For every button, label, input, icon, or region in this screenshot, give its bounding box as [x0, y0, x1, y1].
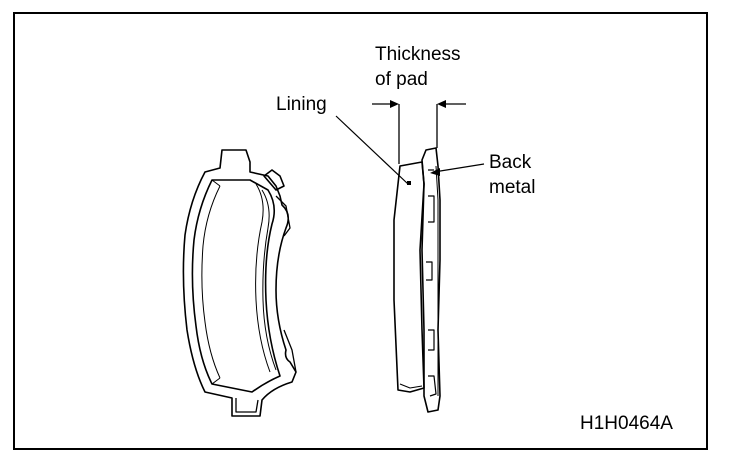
pad-contour-1 [202, 186, 220, 378]
dimension-arrowhead-left [390, 100, 399, 108]
lining-mark [407, 181, 411, 185]
figure-id-label: H1H0464A [580, 413, 673, 434]
pad-clip-top [264, 170, 284, 190]
dimension-arrowhead-right [437, 100, 446, 108]
pad-lining-face [192, 180, 280, 392]
lining-leader [336, 116, 408, 184]
pad-contour-3 [262, 190, 276, 370]
plate-notch-4 [428, 376, 436, 396]
plate-notch-1 [428, 170, 434, 222]
pad-side-view [394, 148, 440, 412]
plate-back-edge [436, 166, 438, 396]
pad-chamfer-top [212, 180, 220, 186]
lining-label: Lining [276, 94, 327, 115]
lining-bottom-edge [400, 384, 422, 388]
back-metal-leader [434, 164, 484, 172]
leader-lines [336, 116, 484, 184]
thickness-label-line1: Thickness [375, 44, 461, 65]
thickness-dimension [372, 100, 466, 164]
pad-bottom-tab [236, 398, 258, 412]
pad-contour-2 [256, 184, 270, 372]
pad-back-plate [183, 150, 296, 416]
lining-block [394, 162, 424, 392]
pad-front-view [183, 150, 296, 416]
back-metal-label-line1: Back [489, 152, 532, 173]
thickness-label-line2: of pad [375, 69, 428, 90]
plate-notch-3 [428, 330, 434, 350]
back-metal-leader-arrow [430, 168, 440, 176]
figure-frame [13, 12, 708, 450]
plate-notch-2 [426, 262, 432, 280]
pad-side-clip [276, 196, 296, 372]
back-metal-plate [422, 148, 440, 412]
back-metal-label-line2: metal [489, 177, 536, 198]
pad-chamfer-bottom [212, 378, 220, 384]
